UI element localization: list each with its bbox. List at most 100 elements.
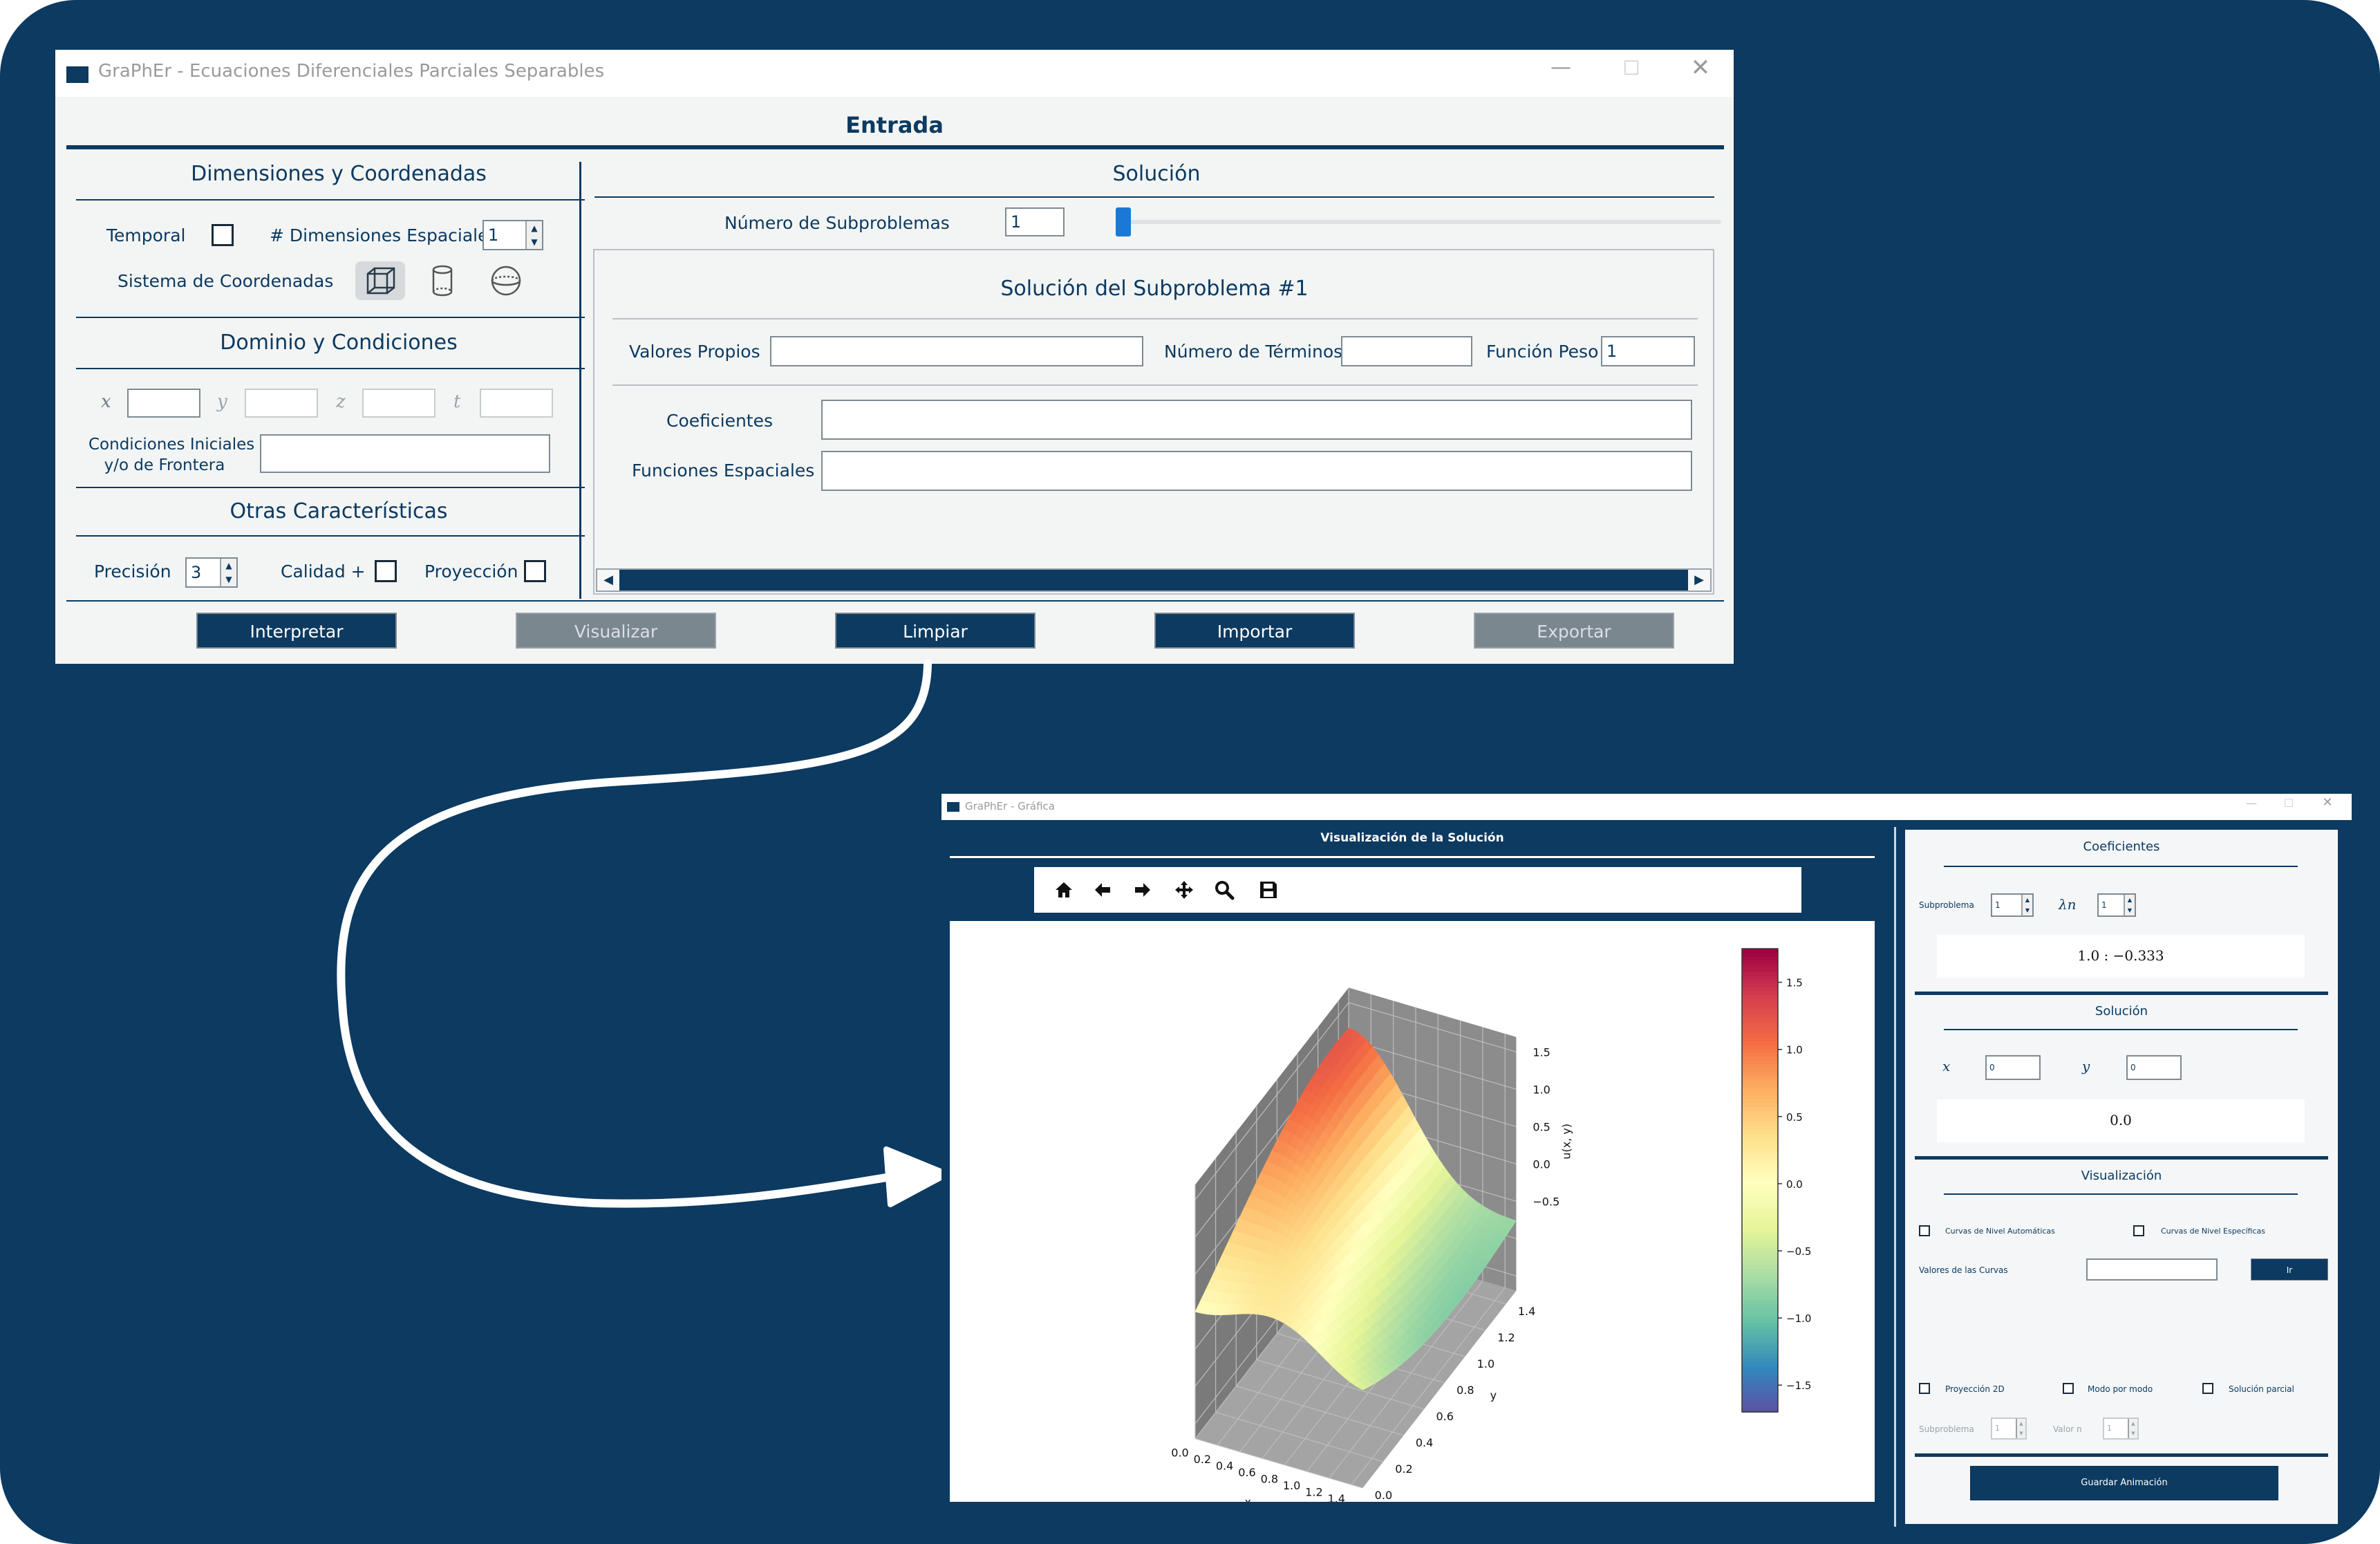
cylinder-icon[interactable]	[422, 261, 463, 300]
proy2d-checkbox[interactable]	[1919, 1383, 1930, 1394]
lambda-spinbox[interactable]: 1 ▲▼	[2097, 893, 2136, 917]
domain-t-input[interactable]	[480, 389, 553, 418]
vis-subproblema-value: 1	[1995, 1424, 2000, 1433]
vis-subproblema-spinbox[interactable]: 1 ▲▼	[1991, 1417, 2027, 1440]
precision-arrows-icon[interactable]: ▲▼	[220, 559, 236, 586]
spinbox-arrows-icon[interactable]: ▲▼	[525, 221, 542, 249]
y-tick-label: 1.4	[1518, 1305, 1535, 1318]
colorbar-segment	[1742, 1393, 1778, 1397]
importar-button[interactable]: Importar	[1154, 613, 1355, 649]
sol-y-input[interactable]: 0	[2126, 1055, 2182, 1080]
lambda-label: λn	[2059, 896, 2077, 913]
ir-button[interactable]: Ir	[2251, 1258, 2328, 1281]
x-tick-label: 1.2	[1305, 1486, 1322, 1499]
proy2d-label: Proyección 2D	[1945, 1384, 2005, 1394]
curvas-auto-label: Curvas de Nivel Automáticas	[1945, 1227, 2055, 1236]
visualizar-button[interactable]: Visualizar	[516, 613, 716, 649]
domain-z-input[interactable]	[362, 389, 435, 418]
colorbar-segment	[1742, 1361, 1778, 1366]
colorbar-segment	[1742, 1281, 1778, 1285]
temporal-checkbox[interactable]	[212, 224, 234, 246]
graph-minimize-button[interactable]: —	[2246, 797, 2257, 810]
colorbar-segment	[1742, 964, 1778, 969]
floor-gridline-y	[1256, 1359, 1425, 1410]
condiciones-input[interactable]	[260, 434, 550, 473]
lambda-arrows-icon[interactable]: ▲▼	[2124, 895, 2135, 915]
z-tick-label: 1.0	[1533, 1083, 1550, 1096]
valor-n-spinbox[interactable]: 1 ▲▼	[2103, 1417, 2139, 1440]
colorbar-segment	[1742, 1118, 1778, 1124]
maximize-button[interactable]: ☐	[1622, 57, 1640, 80]
valor-n-label: Valor n	[2053, 1424, 2082, 1434]
guardar-animacion-button[interactable]: Guardar Animación	[1970, 1466, 2278, 1500]
vis-subproblema-arrows-icon[interactable]: ▲▼	[2016, 1419, 2025, 1438]
condiciones-label-1: Condiciones Iniciales	[88, 436, 255, 454]
scroll-left-icon[interactable]: ◀	[597, 570, 619, 590]
precision-spinbox[interactable]: 3 ▲▼	[185, 557, 238, 588]
domain-y-input[interactable]	[245, 389, 318, 418]
save-icon[interactable]	[1258, 880, 1279, 900]
z-tick-label: 1.5	[1533, 1045, 1550, 1059]
horizontal-scrollbar[interactable]: ◀ ▶	[596, 568, 1712, 592]
colorbar-segment	[1742, 1130, 1778, 1135]
valores-curvas-input[interactable]	[2086, 1258, 2218, 1281]
dimensiones-spinbox[interactable]: 1 ▲▼	[482, 220, 543, 250]
zoom-icon[interactable]	[1214, 880, 1235, 900]
valor-n-arrows-icon[interactable]: ▲▼	[2128, 1419, 2137, 1438]
graph-panel-divider	[1894, 827, 1896, 1527]
num-subproblemas-input[interactable]: 1	[1005, 207, 1065, 236]
sphere-icon[interactable]	[485, 261, 527, 300]
exportar-button[interactable]: Exportar	[1474, 613, 1674, 649]
valores-propios-input[interactable]	[770, 336, 1143, 366]
subproblemas-slider-handle[interactable]	[1116, 207, 1131, 236]
domain-x-input[interactable]	[127, 389, 200, 418]
colorbar-segment	[1742, 1122, 1778, 1127]
coef-subproblema-spinbox[interactable]: 1 ▲▼	[1991, 893, 2034, 917]
var-y-label: y	[217, 391, 227, 412]
minimize-button[interactable]: —	[1550, 55, 1571, 80]
forward-icon[interactable]	[1132, 880, 1153, 900]
colorbar-segment	[1742, 1292, 1778, 1297]
sol-parcial-checkbox[interactable]	[2202, 1383, 2213, 1394]
scroll-right-icon[interactable]: ▶	[1688, 570, 1710, 590]
buttons-divider	[66, 600, 1724, 602]
graph-close-button[interactable]: ✕	[2322, 795, 2333, 810]
pan-icon[interactable]	[1174, 880, 1194, 900]
proyeccion-checkbox[interactable]	[524, 560, 546, 582]
home-icon[interactable]	[1053, 880, 1074, 900]
y-axis-label: y	[1490, 1388, 1497, 1402]
curvas-auto-checkbox[interactable]	[1919, 1225, 1930, 1236]
colorbar-segment	[1742, 952, 1778, 957]
subproblemas-slider-track[interactable]	[1118, 220, 1721, 224]
y-tick-label: 0.6	[1436, 1410, 1453, 1423]
limpiar-button[interactable]: Limpiar	[835, 613, 1036, 649]
var-x-label: x	[101, 391, 111, 412]
colorbar-segment	[1742, 1137, 1778, 1142]
coef-divider	[612, 384, 1698, 386]
funcion-peso-input[interactable]: 1	[1601, 336, 1695, 366]
dimensiones-espaciales-label: # Dimensiones Espaciales	[270, 225, 498, 245]
coef-display-value: 1.0 : −0.333	[2077, 947, 2164, 964]
graph-maximize-button[interactable]: ☐	[2283, 797, 2294, 810]
numero-terminos-input[interactable]	[1341, 336, 1472, 366]
floor-gridline-y	[1215, 1412, 1384, 1462]
colorbar-tick-label: −0.5	[1786, 1245, 1811, 1258]
colorbar-segment	[1742, 1025, 1778, 1031]
interpretar-button[interactable]: Interpretar	[196, 613, 397, 649]
coef-subproblema-arrows-icon[interactable]: ▲▼	[2021, 895, 2032, 915]
calidad-checkbox[interactable]	[375, 560, 397, 582]
coeficientes-input[interactable]	[821, 400, 1692, 440]
modo-por-modo-checkbox[interactable]	[2063, 1383, 2074, 1394]
y-tick-label: 0.0	[1375, 1489, 1392, 1502]
funciones-espaciales-input[interactable]	[821, 451, 1692, 491]
var-z-label: z	[336, 391, 346, 412]
curvas-esp-checkbox[interactable]	[2133, 1225, 2144, 1236]
back-icon[interactable]	[1092, 880, 1113, 900]
cube-icon[interactable]	[355, 261, 405, 300]
colorbar-segment	[1742, 1126, 1778, 1131]
close-button[interactable]: ✕	[1690, 54, 1711, 82]
colorbar-segment	[1742, 1184, 1778, 1189]
sol-x-input[interactable]: 0	[1985, 1055, 2041, 1080]
colorbar-segment	[1742, 1003, 1778, 1007]
